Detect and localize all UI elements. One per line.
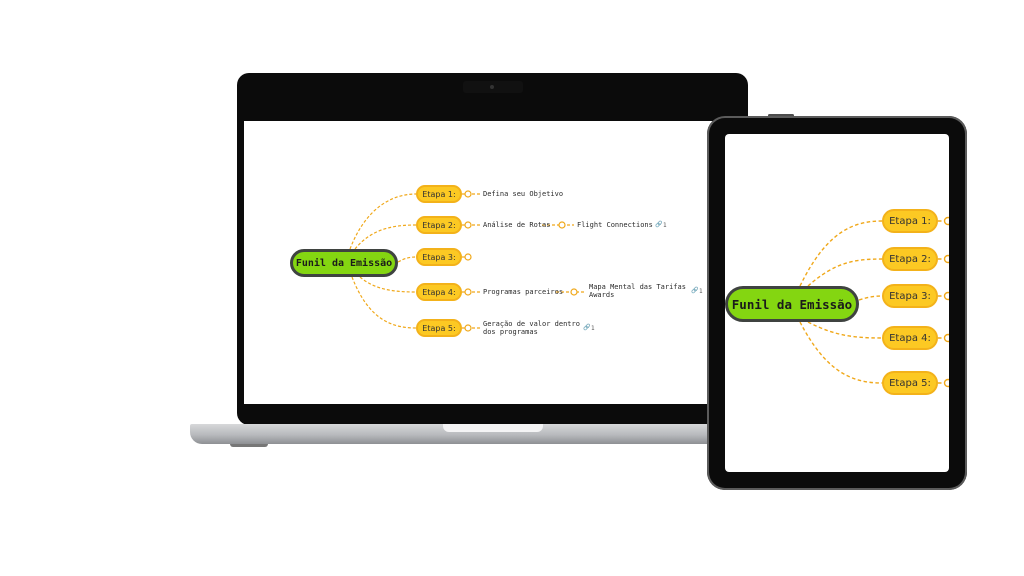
stage-node-4[interactable]: Etapa 4: (882, 326, 938, 350)
root-node[interactable]: Funil da Emissão (725, 286, 859, 322)
circle-node-icon (464, 221, 472, 229)
leaf-geracao-valor[interactable]: Geração de valor dentro dos programas (483, 320, 580, 337)
stage-node-5[interactable]: Etapa 5: (882, 371, 938, 395)
link-icon[interactable]: 🔗 (691, 287, 699, 294)
laptop-bezel (244, 404, 740, 416)
circle-node-icon (570, 288, 578, 296)
connector-root-stage1 (799, 220, 883, 287)
circle-node-icon (943, 254, 949, 264)
leaf-analise-rotas[interactable]: Análise de Rotas (483, 221, 551, 229)
circle-node-icon (558, 221, 566, 229)
circle-node-icon (464, 288, 472, 296)
connector-root-stage2 (354, 224, 417, 250)
laptop-base (190, 424, 796, 444)
stage-node-3[interactable]: Etapa 3: (416, 248, 462, 266)
leaf-mapa-mental[interactable]: Mapa Mental das Tarifas Awards (589, 283, 686, 300)
leaf-defina-objetivo[interactable]: Defina seu Objetivo (483, 190, 564, 198)
circle-node-icon (943, 378, 949, 388)
leaf-programas-parceiros[interactable]: Programas parceiros (483, 288, 564, 296)
tablet-mindmap: Funil da Emissão Etapa 1: Etapa 2: Etapa… (725, 134, 949, 472)
link-icon[interactable]: 🔗 (655, 221, 663, 228)
stage-node-2[interactable]: Etapa 2: (882, 247, 938, 271)
leaf-geracao-line2: dos programas (483, 328, 538, 337)
circle-node-icon (943, 216, 949, 226)
connector-root-stage3 (858, 295, 883, 301)
camera-icon (490, 85, 494, 89)
stage-node-1[interactable]: Etapa 1: (882, 209, 938, 233)
circle-node-icon (464, 324, 472, 332)
connector-root-stage5 (799, 321, 883, 384)
link-count-geracao: 1 (591, 325, 595, 332)
laptop-trackpad-notch (443, 424, 543, 432)
stage-node-2[interactable]: Etapa 2: (416, 216, 462, 234)
root-node[interactable]: Funil da Emissão (290, 249, 398, 277)
circle-node-icon (464, 190, 472, 198)
tablet-mindmap-connectors (799, 216, 949, 388)
stage-node-3[interactable]: Etapa 3: (882, 284, 938, 308)
connector-root-stage4 (807, 321, 883, 339)
connector-root-stage5 (351, 276, 417, 329)
link-count-mapa: 1 (699, 288, 703, 295)
connector-root-stage1 (349, 193, 417, 250)
stage-node-4[interactable]: Etapa 4: (416, 283, 462, 301)
connector-root-stage4 (359, 276, 417, 293)
connector-root-stage2 (807, 258, 883, 287)
leaf-flight-connections[interactable]: Flight Connections (577, 221, 653, 229)
laptop-foot (230, 444, 268, 447)
tablet-mindmap-viewport: Funil da Emissão Etapa 1: Etapa 2: Etapa… (725, 134, 949, 472)
stage-node-5[interactable]: Etapa 5: (416, 319, 462, 337)
tablet-power-button (768, 114, 794, 117)
connector-root-stage3 (397, 256, 417, 263)
leaf-mapa-mental-line1: Mapa Mental das Tarifas (589, 283, 686, 291)
link-count-flight: 1 (663, 222, 667, 229)
circle-node-icon (943, 333, 949, 343)
circle-node-icon (464, 253, 472, 261)
leaf-geracao-line1: Geração de valor dentro (483, 320, 580, 328)
stage-node-1[interactable]: Etapa 1: (416, 185, 462, 203)
leaf-mapa-mental-line2: Awards (589, 291, 615, 300)
link-icon[interactable]: 🔗 (583, 324, 591, 331)
circle-node-icon (943, 291, 949, 301)
